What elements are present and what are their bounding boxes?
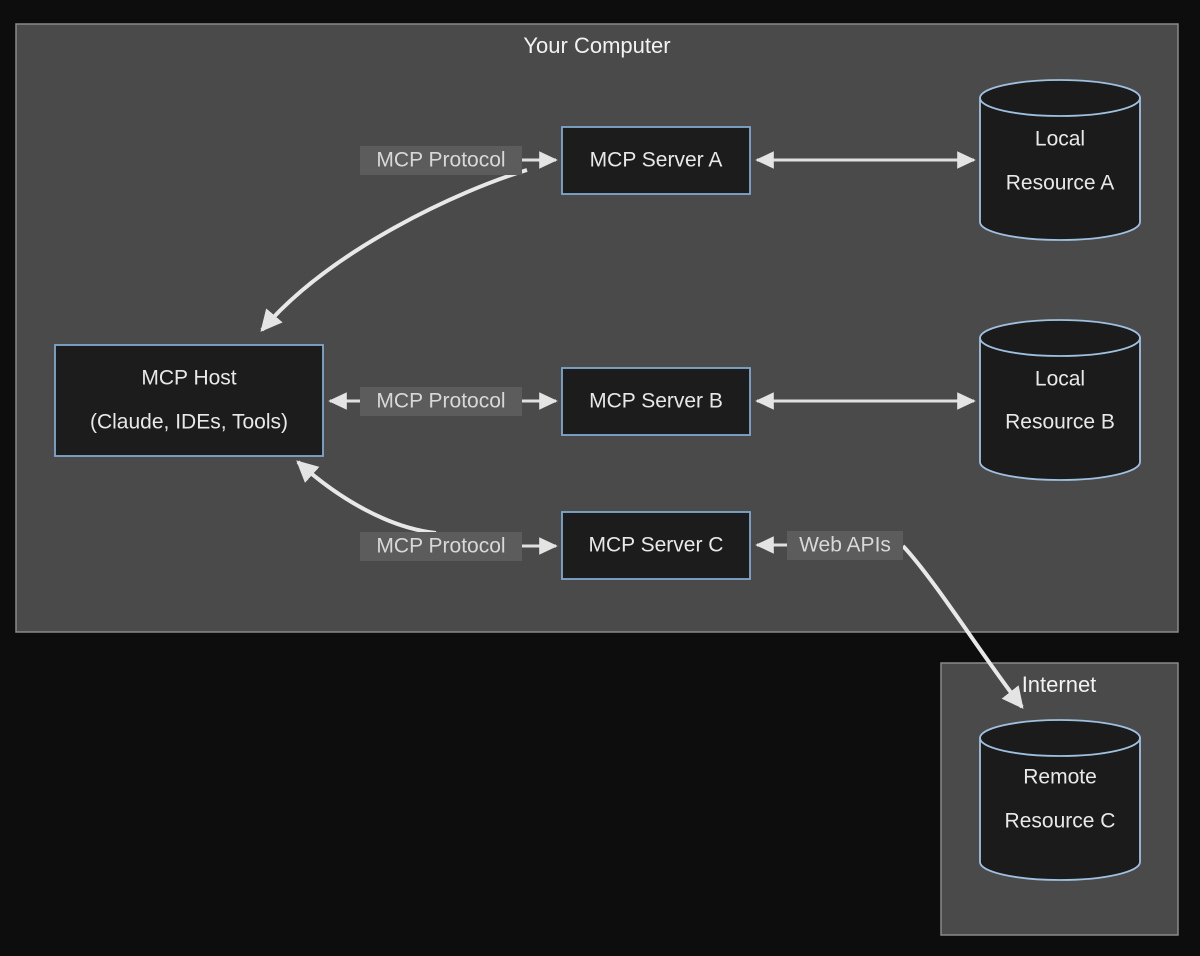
local-resource-b-label-line1: Local: [1035, 368, 1085, 391]
edge-server-c-to-remote-resource-c: Web APIs: [755, 531, 1024, 709]
remote-resource-c-top: [979, 719, 1141, 757]
your-computer-label: Your Computer: [523, 33, 670, 58]
edge-server-a-to-host-curve: [260, 168, 528, 332]
node-mcp-server-a[interactable]: MCP Server A: [561, 126, 751, 195]
edge-server-c-to-host-curve: [296, 460, 437, 535]
mcp-server-a-label: MCP Server A: [590, 149, 723, 172]
mcp-server-c-label: MCP Server C: [589, 534, 724, 557]
edge-label-chip-a: [360, 146, 522, 175]
mcp-server-b-box[interactable]: [561, 367, 751, 436]
edge-label-web-apis: Web APIs: [799, 534, 891, 557]
edge-label-chip-b: [360, 387, 522, 416]
edge-server-c-to-host: MCP Protocol: [296, 460, 558, 561]
local-resource-b-body[interactable]: [979, 337, 1141, 481]
edge-label-chip-webapis: [787, 531, 903, 560]
mcp-server-a-box[interactable]: [561, 126, 751, 195]
node-mcp-host[interactable]: MCP Host (Claude, IDEs, Tools): [54, 344, 324, 457]
edge-label-host-server-b: MCP Protocol: [376, 390, 505, 413]
node-local-resource-b[interactable]: Local Resource B: [979, 319, 1141, 481]
edge-server-a-to-host: MCP Protocol: [260, 146, 558, 332]
mcp-host-label-line2: (Claude, IDEs, Tools): [90, 411, 288, 434]
local-resource-a-top: [979, 79, 1141, 117]
mcp-host-box[interactable]: [54, 344, 324, 457]
remote-resource-c-body[interactable]: [979, 737, 1141, 881]
node-local-resource-a[interactable]: Local Resource A: [979, 79, 1141, 241]
remote-resource-c-label-line1: Remote: [1023, 766, 1097, 789]
local-resource-b-top: [979, 319, 1141, 357]
node-mcp-server-c[interactable]: MCP Server C: [561, 511, 751, 580]
mcp-server-b-label: MCP Server B: [589, 390, 723, 413]
local-resource-a-label-line2: Resource A: [1006, 172, 1115, 195]
mcp-host-label-line1: MCP Host: [141, 367, 236, 390]
edge-label-host-server-a: MCP Protocol: [376, 149, 505, 172]
edge-label-chip-c: [360, 532, 522, 561]
internet-label: Internet: [1022, 672, 1097, 697]
node-mcp-server-b[interactable]: MCP Server B: [561, 367, 751, 436]
local-resource-b-label-line2: Resource B: [1005, 411, 1115, 434]
local-resource-a-body[interactable]: [979, 97, 1141, 241]
node-remote-resource-c[interactable]: Remote Resource C: [979, 719, 1141, 881]
edge-webapis-curve: [901, 544, 1024, 709]
mcp-server-c-box[interactable]: [561, 511, 751, 580]
edge-host-to-server-b: MCP Protocol: [328, 387, 558, 416]
remote-resource-c-label-line2: Resource C: [1005, 810, 1116, 833]
local-resource-a-label-line1: Local: [1035, 128, 1085, 151]
edge-label-host-server-c: MCP Protocol: [376, 535, 505, 558]
